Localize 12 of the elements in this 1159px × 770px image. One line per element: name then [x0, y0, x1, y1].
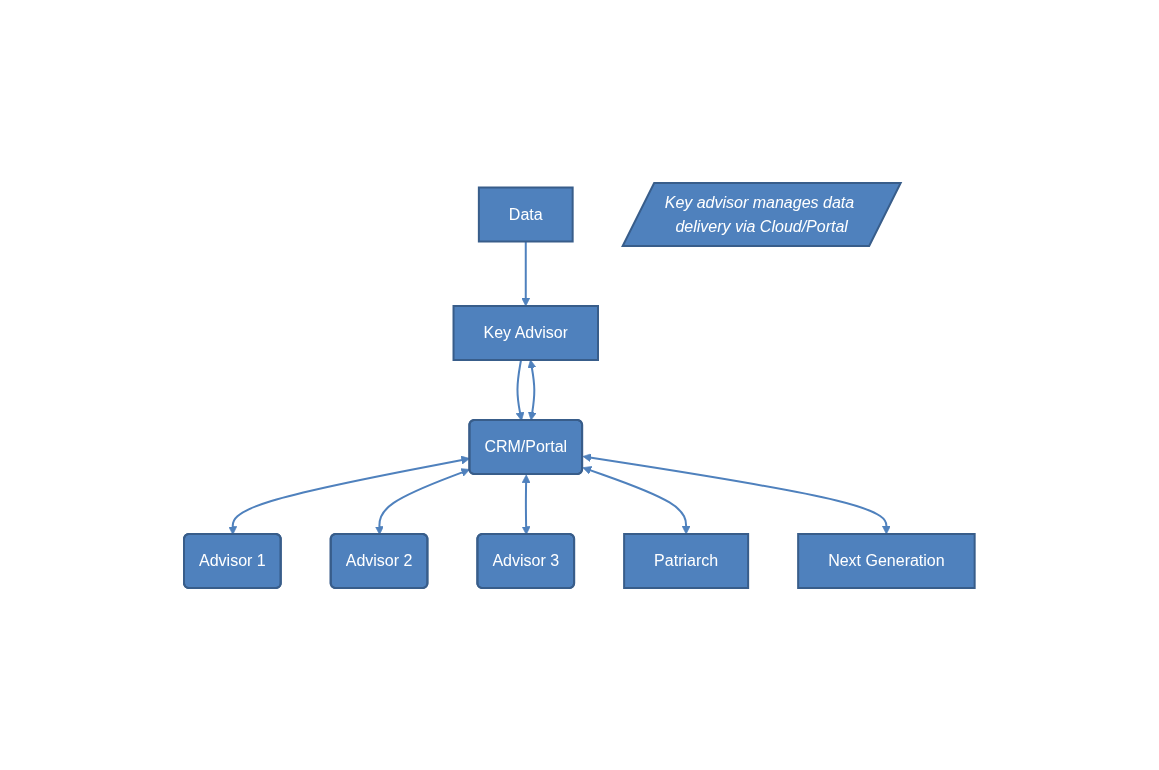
arrow: [582, 465, 691, 534]
arrow: [228, 455, 471, 535]
arrow: [582, 452, 891, 534]
node-box: Patriarch: [623, 532, 750, 589]
arrow: [527, 359, 537, 420]
node-box: Next Generation: [797, 532, 976, 589]
arrow: [521, 240, 531, 306]
node-box: Data: [478, 186, 574, 242]
arrow: [375, 467, 471, 535]
node-box: Key Advisor: [452, 304, 600, 361]
arrow: [515, 358, 525, 421]
arrow: [521, 474, 531, 535]
